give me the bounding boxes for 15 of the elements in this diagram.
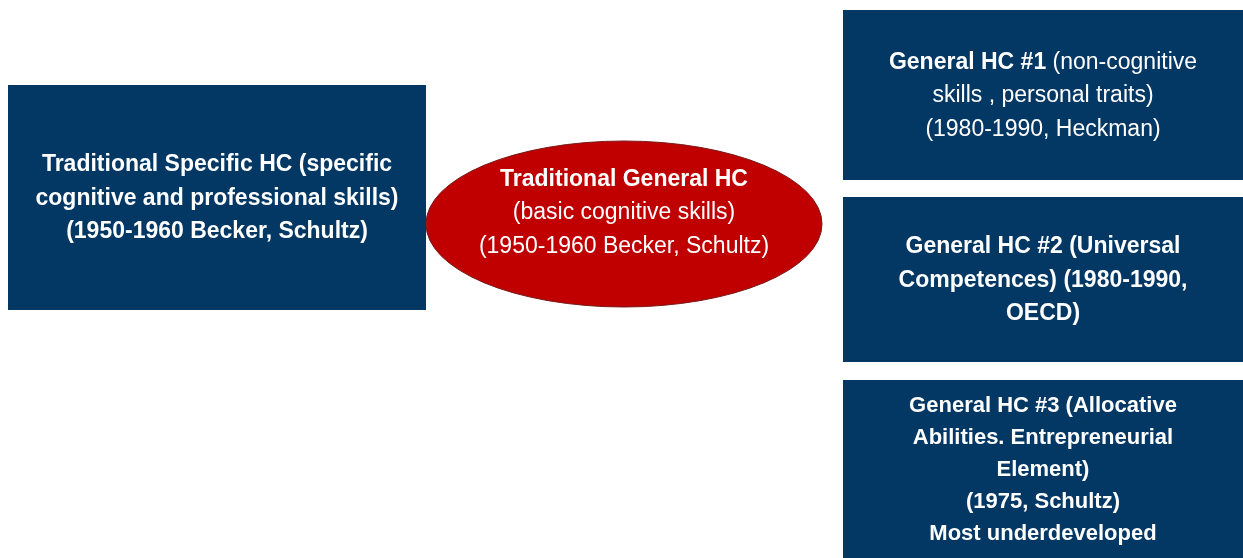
concept-ellipse bbox=[425, 140, 823, 308]
concept-box bbox=[843, 197, 1243, 362]
box-text: (basic cognitive skills) bbox=[512, 197, 736, 227]
box-heading: Traditional Specific HC (specific cognitive and professional skills) (1950-1960 Becker, Schultz) bbox=[34, 149, 400, 246]
concept-box bbox=[8, 85, 426, 310]
box-heading: Traditional General HC bbox=[500, 164, 748, 193]
concept-box bbox=[843, 380, 1243, 558]
box-text: (1950-1960 Becker, Schultz) bbox=[478, 230, 770, 260]
box-heading: General HC #3 (Allocative Abilities. Entrepreneurial Element) bbox=[908, 391, 1178, 484]
box-heading: General HC #2 (Universal Competences) (1980-1990, OECD) bbox=[897, 231, 1189, 328]
concept-box bbox=[843, 10, 1243, 180]
box-text: Most underdeveloped bbox=[929, 518, 1157, 547]
box-text: (1980-1990, Heckman) bbox=[925, 113, 1161, 143]
box-text: (1975, Schultz) bbox=[965, 486, 1120, 515]
box-heading: General HC #1 (non-cognitive skills , personal traits) bbox=[887, 47, 1199, 110]
